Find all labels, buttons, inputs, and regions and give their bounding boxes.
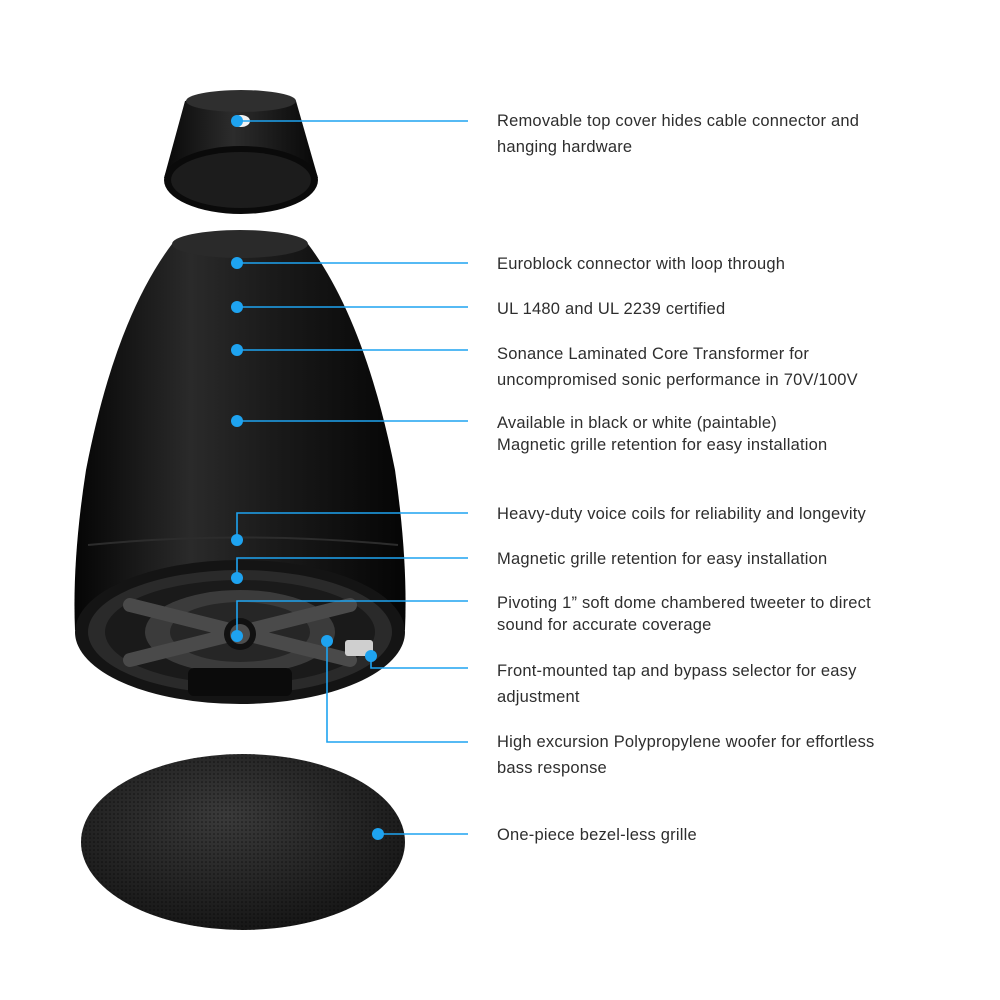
callout-text-line: sound for accurate coverage (497, 616, 712, 634)
callout-line (236, 512, 468, 540)
callout-grille-retention (231, 557, 468, 584)
callout-marker (321, 635, 333, 647)
callout-line (236, 557, 468, 578)
callout-text-line: Front-mounted tap and bypass selector fo… (497, 662, 857, 680)
callout-label-euroblock: Euroblock connector with loop through (497, 251, 785, 277)
callout-marker (231, 572, 243, 584)
grille-part (81, 754, 405, 930)
callout-label-ul-certified: UL 1480 and UL 2239 certified (497, 296, 725, 322)
callout-marker (231, 115, 243, 127)
callout-text-line: Euroblock connector with loop through (497, 255, 786, 273)
callout-voice-coils (231, 512, 468, 546)
callout-marker (231, 301, 243, 313)
callout-text-line: High excursion Polypropylene woofer for … (497, 733, 875, 751)
callout-text-line: uncompromised sonic performance in 70V/1… (497, 371, 858, 389)
callout-marker (231, 415, 243, 427)
callout-text-line: UL 1480 and UL 2239 certified (497, 300, 726, 318)
callout-transformer (231, 344, 468, 356)
callout-marker (231, 344, 243, 356)
callout-text-line: Sonance Laminated Core Transformer for (497, 345, 810, 363)
callout-text-line: Magnetic grille retention for easy insta… (497, 550, 828, 568)
callout-label-transformer: Sonance Laminated Core Transformer for un… (497, 341, 858, 393)
callout-tweeter (231, 600, 468, 642)
callout-text-line: Magnetic grille retention for easy insta… (497, 436, 828, 454)
callout-text-line: Available in black or white (paintable) (497, 414, 777, 432)
callout-text-line: adjustment (497, 688, 580, 706)
callout-ul-certified (231, 301, 468, 313)
callout-top-cover (231, 115, 468, 127)
callout-marker (231, 534, 243, 546)
callout-label-voice-coils: Heavy-duty voice coils for reliability a… (497, 501, 866, 527)
callout-label-grille: One-piece bezel-less grille (497, 822, 697, 848)
top-cover-part (164, 90, 318, 214)
callout-finish-options (231, 415, 468, 427)
callout-label-tweeter: Pivoting 1” soft dome chambered tweeter … (497, 592, 871, 636)
callout-label-grille-retention: Magnetic grille retention for easy insta… (497, 546, 827, 572)
callout-marker (231, 257, 243, 269)
callout-euroblock (231, 257, 468, 269)
callout-text-line: Removable top cover hides cable connecto… (497, 112, 860, 130)
callout-grille (372, 828, 468, 840)
callout-marker (231, 630, 243, 642)
callout-label-tap-selector: Front-mounted tap and bypass selector fo… (497, 658, 857, 710)
callout-connectors (231, 115, 468, 840)
callout-text-line: Pivoting 1” soft dome chambered tweeter … (497, 594, 871, 612)
callout-line (326, 641, 468, 743)
callout-label-woofer: High excursion Polypropylene woofer for … (497, 729, 874, 781)
callout-label-top-cover: Removable top cover hides cable connecto… (497, 108, 859, 160)
callout-text-line: bass response (497, 759, 607, 777)
callout-text-line: Heavy-duty voice coils for reliability a… (497, 505, 866, 523)
callout-marker (365, 650, 377, 662)
callout-text-line: hanging hardware (497, 138, 633, 156)
callout-line (236, 600, 468, 636)
callout-tap-selector (365, 650, 468, 669)
callout-label-finish-options: Available in black or white (paintable) M… (497, 412, 827, 456)
callout-marker (372, 828, 384, 840)
callout-woofer (321, 635, 468, 743)
callout-text-line: One-piece bezel-less grille (497, 826, 697, 844)
